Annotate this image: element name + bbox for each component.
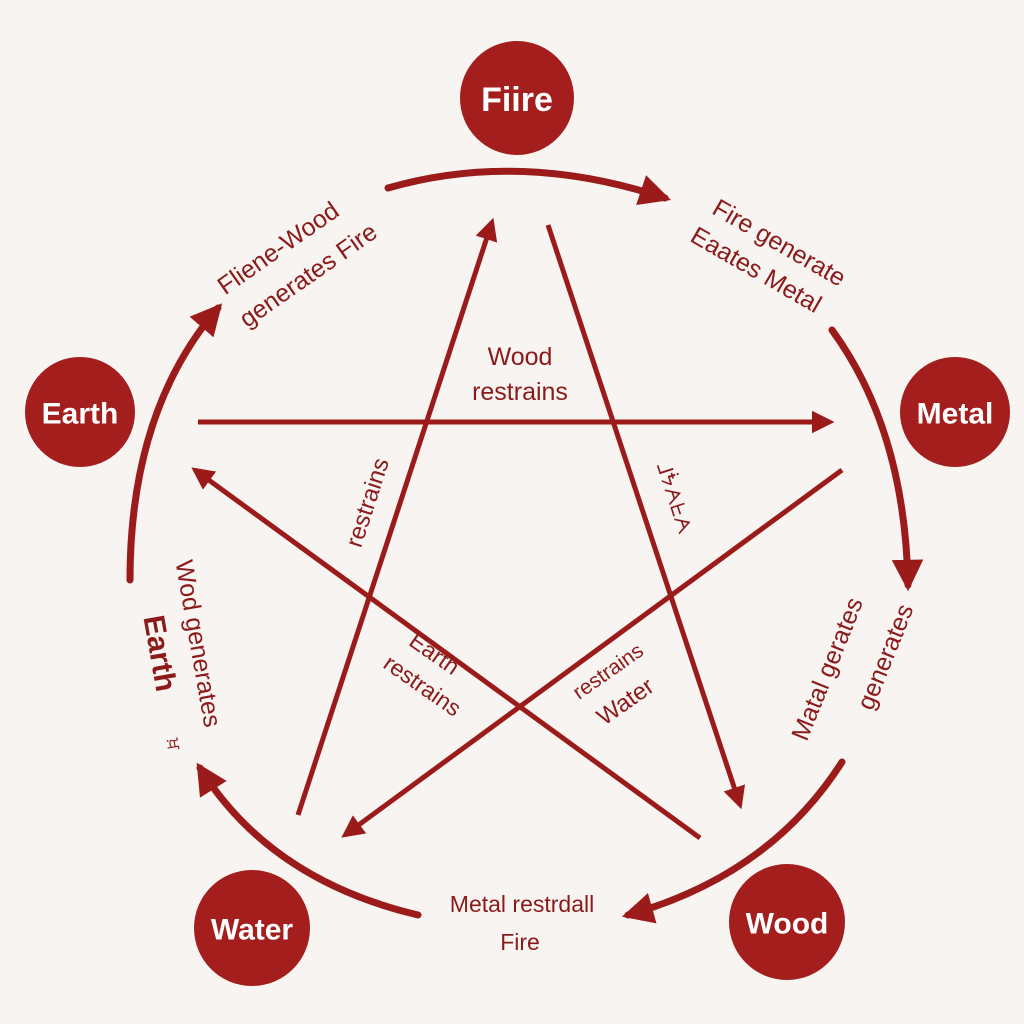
node-earth-circle (25, 357, 135, 467)
arc-metal-to-wood (828, 326, 924, 592)
label-left-line1: Wod generates (169, 558, 226, 729)
star-line-lower-right-to-left (191, 467, 702, 841)
label-center-top-line1: Wood (488, 343, 553, 371)
star-line-right-to-lower-left (341, 467, 844, 838)
label-left-line2: Earth (136, 613, 182, 694)
star-line-lower-left-to-top (295, 217, 498, 816)
node-wood: Wood (729, 864, 845, 980)
node-wood-label: Wood (746, 908, 829, 941)
cycle-labels: Fliene-Wood generates Fire Fire generate… (136, 194, 919, 955)
node-water: Water (194, 870, 310, 986)
node-fire-label: Fiire (481, 81, 553, 119)
label-bottom-line1: Metal restrdall (450, 891, 594, 917)
node-water-label: Water (211, 914, 294, 947)
node-fire-circle (460, 41, 574, 155)
label-left-line3: ਖ਼ (163, 736, 185, 752)
label-right-glyphs: ᒧᖭᗅᖶᗅ (652, 459, 698, 537)
star-labels: Wood restrains restrains ᒧᖭᗅᖶᗅ Earth res… (341, 343, 698, 731)
star-line-top-to-lower-right (545, 224, 746, 810)
arc-earth-to-fire (126, 303, 223, 584)
restraining-star (191, 217, 844, 841)
label-center-top-line2: restrains (472, 378, 568, 406)
arc-water-to-earth (196, 762, 422, 919)
node-metal-circle (900, 357, 1010, 467)
node-wood-circle (729, 864, 845, 980)
node-fire: Fiire (460, 41, 574, 155)
node-earth: Earth (25, 357, 135, 467)
node-metal: Metal (900, 357, 1010, 467)
node-water-circle (194, 870, 310, 986)
label-right-line1: Matal gerates (786, 594, 869, 745)
arc-fire-to-metal (384, 167, 671, 206)
node-metal-label: Metal (917, 398, 994, 431)
arc-wood-to-water (621, 758, 846, 924)
node-earth-label: Earth (42, 398, 119, 431)
generating-cycle (126, 167, 924, 924)
label-bottom-line2: Fire (500, 929, 540, 955)
